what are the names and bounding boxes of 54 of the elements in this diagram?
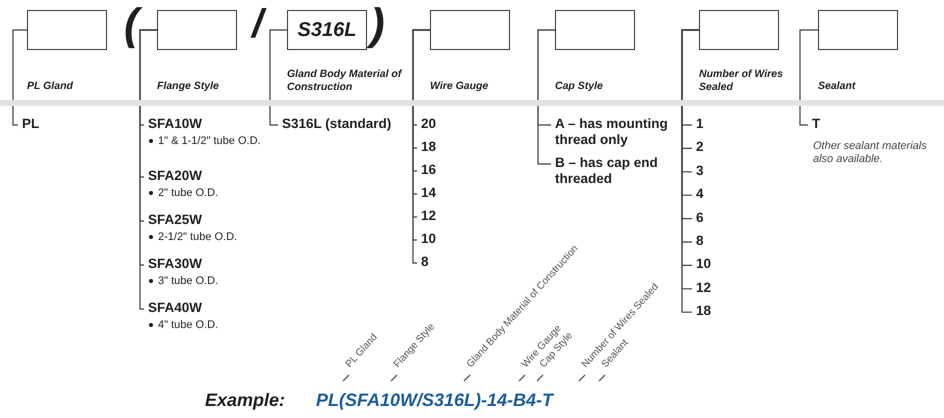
field-heading: Sealant <box>818 80 857 93</box>
option-code: 10 <box>421 231 436 247</box>
option-code: 18 <box>696 303 712 320</box>
size-note: 1" & 1-1/2" tube O.D. <box>148 135 268 147</box>
option-code: SFA10W <box>148 116 202 131</box>
option-code: T <box>812 116 820 132</box>
field-heading: PL Gland <box>27 80 74 93</box>
option-code: SFA20W <box>148 168 202 183</box>
option-code: 3 <box>696 162 704 179</box>
option-code: SFA25W <box>148 212 202 227</box>
code-box: S316L <box>287 10 367 50</box>
option-code: 16 <box>421 162 436 178</box>
size-note: 3" tube O.D. <box>148 275 268 287</box>
leader-line <box>598 374 606 382</box>
leader-line <box>464 374 470 382</box>
leader-line <box>578 374 586 382</box>
option-code: 2 <box>696 139 704 156</box>
option-code: 6 <box>696 210 704 226</box>
leader-line <box>342 374 350 382</box>
option-code: 10 <box>696 256 712 272</box>
tree-line <box>12 29 27 126</box>
option-code: 8 <box>421 254 429 270</box>
example-label: Example: <box>205 390 286 410</box>
leader-line <box>536 374 544 382</box>
field-heading: Gland Body Material of Construction <box>287 68 404 94</box>
option-code: 18 <box>421 139 436 155</box>
option-code: SFA30W <box>148 256 202 271</box>
field-heading: Number of Wires Sealed <box>699 68 784 94</box>
field-heading: Cap Style <box>555 80 604 93</box>
option-code: S316L (standard) <box>282 116 392 132</box>
field-heading: Wire Gauge <box>430 80 490 93</box>
tree-line <box>799 29 818 126</box>
option-code: 8 <box>696 233 704 249</box>
option-code: 12 <box>696 280 712 296</box>
option-code: 14 <box>421 185 436 201</box>
option-code: 4 <box>696 186 704 202</box>
leader-line <box>390 374 398 382</box>
note-text: Other sealant materials also available. <box>813 140 928 166</box>
size-note: 2" tube O.D. <box>148 187 268 199</box>
size-note: 2-1/2" tube O.D. <box>148 231 268 243</box>
option-code: B – has cap end threaded <box>555 155 680 187</box>
option-code: A – has mounting thread only <box>555 116 680 148</box>
example-code: PL(SFA10W/S316L)-14-B4-T <box>316 390 554 410</box>
leader-line <box>518 374 526 382</box>
option-code: 12 <box>421 208 436 224</box>
tree-line <box>139 29 157 310</box>
option-code: 1 <box>696 116 704 132</box>
option-code: 20 <box>421 116 436 132</box>
tree-line <box>269 29 287 126</box>
tree-line <box>537 29 555 165</box>
field-heading: Flange Style <box>157 80 220 93</box>
option-code: SFA40W <box>148 300 202 315</box>
size-note: 4" tube O.D. <box>148 319 268 331</box>
option-code: PL <box>22 116 40 132</box>
